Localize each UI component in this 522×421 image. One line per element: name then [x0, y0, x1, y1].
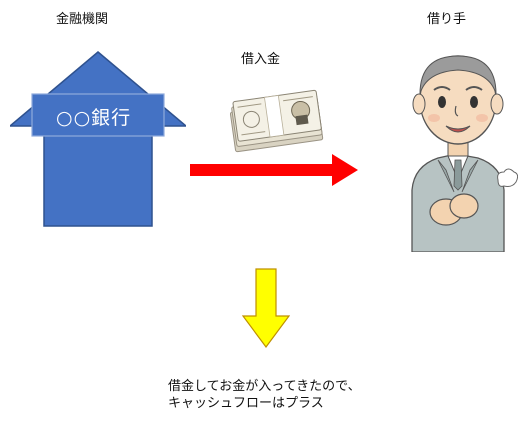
borrower-label: 借り手 [427, 12, 467, 27]
lender-label: 金融機関 [56, 12, 109, 27]
money-bundle-icon [229, 89, 324, 153]
down-arrow-icon [242, 268, 290, 348]
right-arrow-icon [190, 154, 358, 186]
caption-line-1: 借金してお金が入ってきたので、 [168, 379, 361, 394]
caption-line-2: キャッシュフローはプラス [168, 396, 324, 411]
businessman-icon [411, 55, 518, 252]
bank-building-icon [10, 51, 186, 227]
loan-label: 借入金 [241, 52, 281, 67]
bank-name: ○○銀行 [56, 107, 132, 129]
